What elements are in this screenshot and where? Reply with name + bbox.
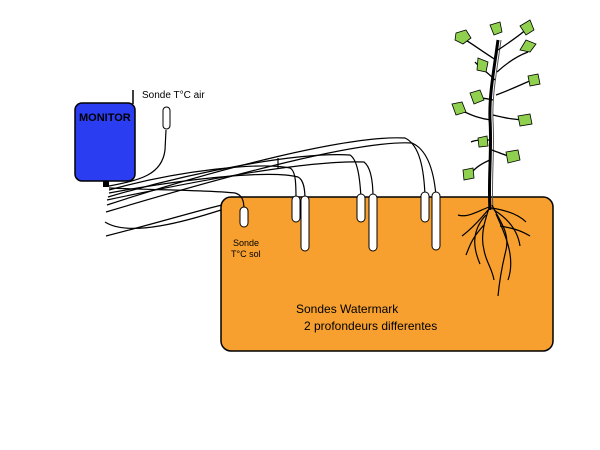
plant-leaves [451, 19, 541, 181]
cable-extra [105, 204, 223, 237]
air-probe-label: Sonde T°C air [142, 90, 205, 101]
soil-temp-probe [239, 206, 249, 228]
watermark-probe-3-shallow [420, 191, 430, 223]
monitor-label: MONITOR [79, 112, 131, 124]
watermark-probe-2-shallow [356, 193, 366, 223]
cable-lower [104, 209, 222, 229]
soil-temp-label-line2: T°C sol [231, 249, 261, 259]
cable-pair-1a [108, 165, 297, 201]
cable-pair-3a [106, 137, 426, 206]
cable-pair-1b [108, 173, 306, 201]
soil-temp-label-line1: Sonde [233, 238, 260, 248]
cables [104, 129, 437, 237]
watermark-probes [291, 191, 441, 252]
cable-air-probe [108, 129, 167, 187]
watermark-probe-1-shallow [291, 195, 301, 223]
cable-pair-3b [105, 142, 437, 213]
watermark-label-line1: Sondes Watermark [296, 302, 399, 316]
cable-soil-temp [108, 187, 245, 211]
watermark-probe-2-deep [368, 193, 378, 252]
watermark-probe-3-deep [431, 191, 441, 251]
plant-roots [457, 204, 531, 297]
monitor-connector [103, 181, 109, 187]
cable-pair-2b [106, 161, 374, 201]
watermark-probe-1-deep [300, 195, 310, 252]
air-probe [162, 106, 171, 130]
watermark-label-line2: 2 profondeurs differentes [304, 319, 438, 333]
plant [451, 19, 541, 297]
